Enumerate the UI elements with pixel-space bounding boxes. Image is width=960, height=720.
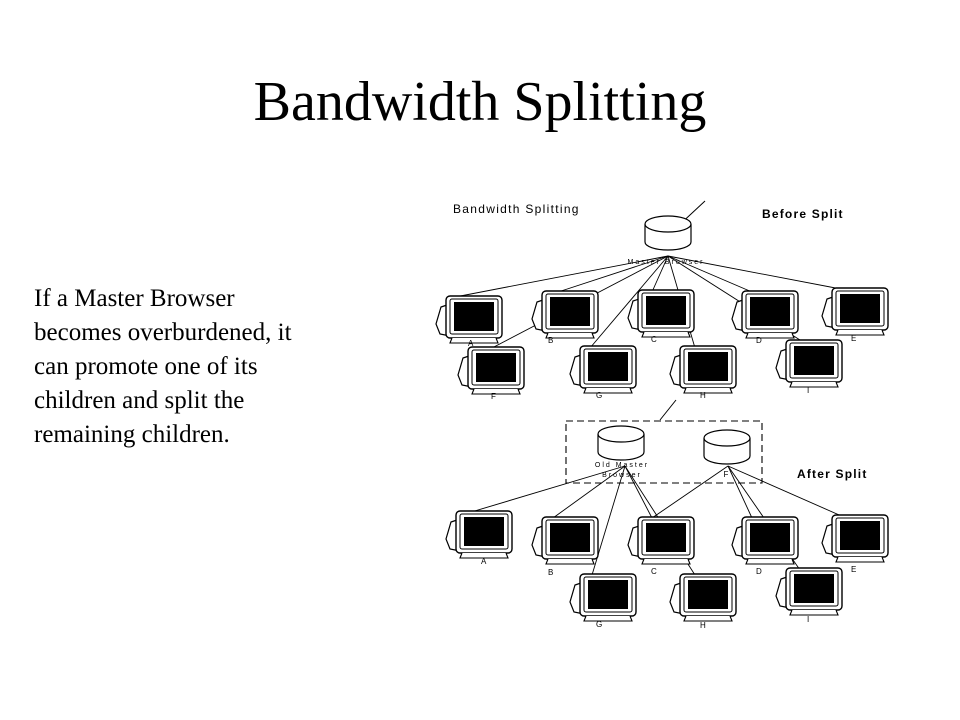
- body-line: remaining children.: [34, 421, 230, 448]
- node-label: D: [756, 567, 762, 576]
- node-label: C: [651, 335, 657, 344]
- slide-title: Bandwidth Splitting: [253, 71, 707, 133]
- computer-icon: [531, 516, 599, 565]
- node-label: C: [651, 567, 657, 576]
- network-uplink: [659, 399, 677, 421]
- computer-icon: [627, 516, 695, 565]
- node-label: H: [700, 391, 706, 400]
- node-label: I: [807, 615, 809, 624]
- node-label: F: [491, 392, 496, 401]
- after-node-labels: A B C D E G H I: [481, 557, 856, 630]
- computer-icon: [821, 514, 889, 563]
- computer-icon: [569, 573, 637, 622]
- body-line: If a Master Browser: [34, 285, 235, 312]
- node-label: B: [548, 336, 553, 345]
- new-master-label: F: [724, 470, 729, 479]
- body-line: can promote one of its: [34, 353, 258, 380]
- before-node-labels: A B C D E F G H I: [468, 334, 856, 401]
- after-computers: [445, 510, 889, 622]
- before-split-label: Before Split: [762, 207, 844, 221]
- node-label: G: [596, 620, 602, 629]
- before-computers: [435, 287, 889, 395]
- computer-icon: [445, 510, 513, 559]
- computer-icon: [669, 573, 737, 622]
- node-label: B: [548, 568, 553, 577]
- master-browser-icon: [644, 215, 692, 251]
- old-master-browser-icon: [597, 425, 645, 461]
- slide-body-text: If a Master Browser becomes overburdened…: [34, 282, 384, 452]
- after-split-label: After Split: [797, 467, 868, 481]
- computer-icon: [627, 289, 695, 338]
- node-label: E: [851, 334, 856, 343]
- computer-icon: [775, 567, 843, 616]
- old-master-label-line2: Browser: [602, 472, 642, 479]
- node-label: D: [756, 336, 762, 345]
- node-label: H: [700, 621, 706, 630]
- computer-icon: [731, 290, 799, 339]
- node-label: E: [851, 565, 856, 574]
- node-label: G: [596, 391, 602, 400]
- computer-icon: [775, 339, 843, 388]
- computer-icon: [435, 295, 503, 344]
- computer-icon: [821, 287, 889, 336]
- split-group-box: [565, 420, 763, 484]
- computer-icon: [569, 345, 637, 394]
- diagram-heading: Bandwidth Splitting: [453, 202, 580, 216]
- computer-icon: [669, 345, 737, 394]
- node-label: A: [481, 557, 487, 566]
- new-master-browser-icon: [703, 429, 751, 465]
- master-browser-label: Master Browser: [627, 259, 704, 266]
- node-label: I: [807, 386, 809, 395]
- computer-icon: [457, 346, 525, 395]
- computer-icon: [731, 516, 799, 565]
- body-line: children and split the: [34, 387, 245, 414]
- computer-icon: [531, 290, 599, 339]
- body-line: becomes overburdened, it: [34, 319, 292, 346]
- node-label: A: [468, 339, 474, 348]
- old-master-label-line1: Old Master: [595, 462, 649, 469]
